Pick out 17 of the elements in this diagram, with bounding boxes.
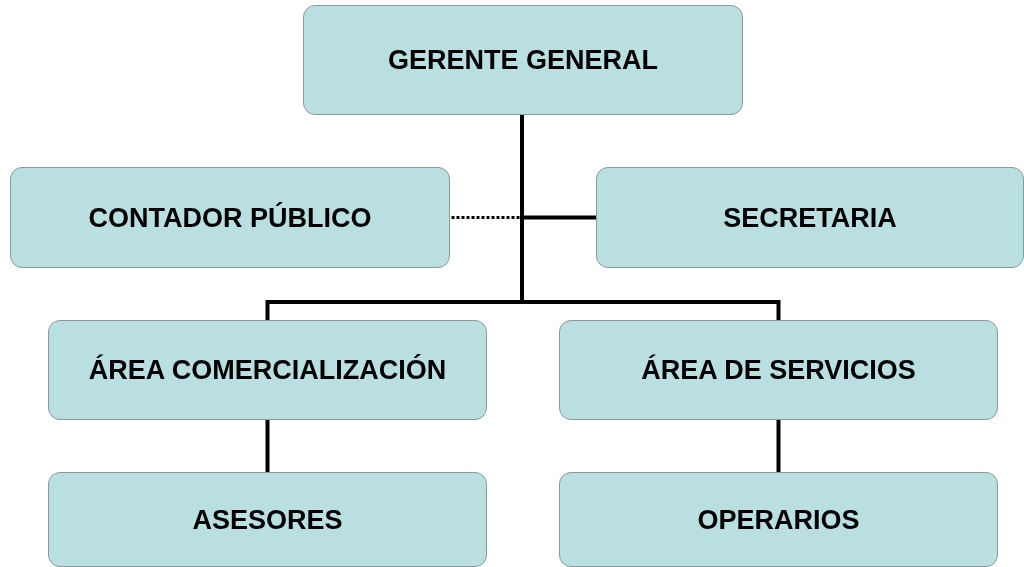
connector-line	[265, 420, 270, 472]
org-box	[559, 320, 998, 420]
role-title: OPERARIOS	[697, 503, 860, 537]
role-title: ÁREA DE SERVICIOS	[641, 353, 916, 387]
org-box	[48, 472, 487, 567]
org-box	[596, 167, 1024, 268]
connector-line	[776, 420, 781, 472]
role-title: ÁREA COMERCIALIZACIÓN	[88, 353, 447, 387]
org-box	[303, 5, 743, 115]
role-title: ASESORES	[192, 503, 343, 537]
org-box	[48, 320, 487, 420]
role-title: SECRETARIA	[723, 201, 897, 235]
connector-line	[520, 115, 781, 320]
org-box	[559, 472, 998, 567]
role-title: GERENTE GENERAL	[388, 44, 658, 77]
org-box	[10, 167, 450, 268]
role-title: CONTADOR PÚBLICO	[88, 201, 372, 235]
